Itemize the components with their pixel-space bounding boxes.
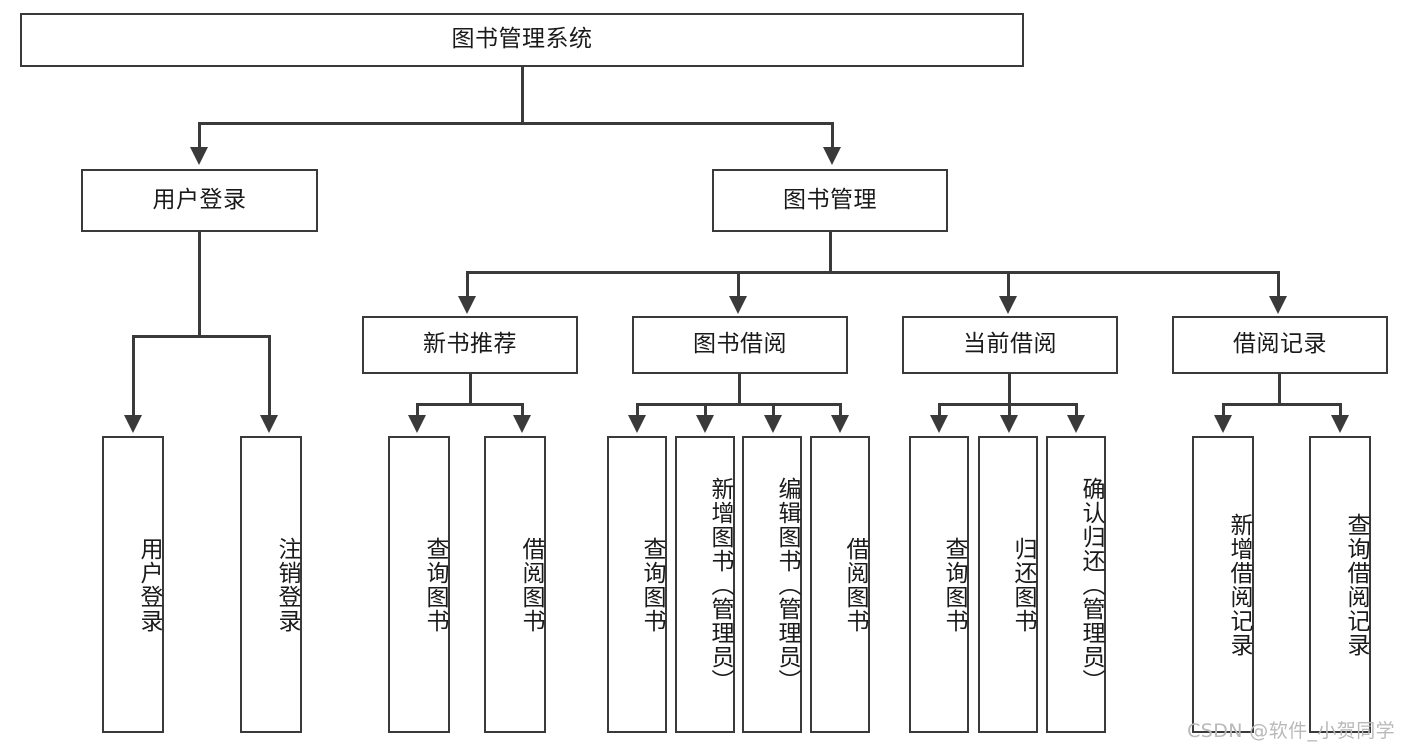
leaf-confirm-return-label: 确认归还（管理员） <box>1078 476 1104 693</box>
edge-borrow-record-to-leaf1 <box>1222 403 1225 415</box>
edge-new-book-rec-to-leaf2 <box>521 403 524 415</box>
edge-new-book-rec-to-leaf1 <box>416 403 419 415</box>
arrow-book-borrow-to-leaf1 <box>628 415 646 433</box>
leaf-return-book[interactable]: 归还图书 <box>978 436 1038 733</box>
leaf-query-book-1[interactable]: 查询图书 <box>388 436 450 733</box>
leaf-edit-book-label: 编辑图书（管理员） <box>774 476 800 693</box>
leaf-return-book-label: 归还图书 <box>1010 536 1036 633</box>
leaf-add-book[interactable]: 新增图书（管理员） <box>675 436 735 733</box>
edge-user-login-bus <box>132 335 271 338</box>
edge-root-bus <box>198 122 834 125</box>
arrow-book-borrow-to-leaf3 <box>764 415 782 433</box>
edge-new-book-rec-bus <box>416 403 524 406</box>
arrow-new-book-rec-to-leaf1 <box>408 415 426 433</box>
leaf-add-record[interactable]: 新增借阅记录 <box>1192 436 1254 733</box>
leaf-user-login-label: 用户登录 <box>136 536 162 633</box>
edge-current-borrow-to-leaf2 <box>1008 403 1011 415</box>
leaf-borrow-book-1[interactable]: 借阅图书 <box>484 436 546 733</box>
edge-book-manage-stem <box>829 232 832 273</box>
arrow-book-borrow-to-leaf4 <box>831 415 849 433</box>
edge-root-to-user-login <box>198 122 201 147</box>
arrow-borrow-record-to-leaf2 <box>1331 415 1349 433</box>
arrow-user-login-to-leaf2 <box>260 415 278 433</box>
arrow-book-manage-to-l3-4 <box>1269 296 1287 314</box>
edge-borrow-record-bus <box>1222 403 1342 406</box>
node-user-login-label: 用户登录 <box>152 186 247 213</box>
leaf-borrow-book-2-label: 借阅图书 <box>842 536 868 633</box>
arrow-current-borrow-to-leaf3 <box>1067 415 1085 433</box>
edge-root-to-book-manage <box>831 122 834 147</box>
node-book-manage-label: 图书管理 <box>783 186 877 213</box>
edge-new-book-rec-stem <box>469 374 472 405</box>
leaf-user-login[interactable]: 用户登录 <box>102 436 164 733</box>
leaf-borrow-book-2[interactable]: 借阅图书 <box>810 436 870 733</box>
leaf-user-logout-label: 注销登录 <box>274 536 300 633</box>
edge-user-login-to-leaf2 <box>268 335 271 415</box>
edge-book-manage-bus <box>466 271 1280 274</box>
edge-book-manage-to-l3-2 <box>737 271 740 296</box>
node-borrow-record-label: 借阅记录 <box>1233 331 1327 358</box>
arrow-book-manage-to-l3-2 <box>729 296 747 314</box>
leaf-query-record[interactable]: 查询借阅记录 <box>1309 436 1371 733</box>
node-book-borrow[interactable]: 图书借阅 <box>632 316 848 374</box>
arrow-root-to-book-manage <box>823 147 841 165</box>
edge-book-borrow-bus <box>636 403 841 406</box>
edge-root-stem <box>521 67 524 122</box>
edge-book-borrow-to-leaf1 <box>636 403 639 415</box>
edge-book-borrow-to-leaf4 <box>839 403 842 415</box>
leaf-query-book-2-label: 查询图书 <box>639 536 665 633</box>
node-root-label: 图书管理系统 <box>451 26 593 53</box>
arrow-root-to-user-login <box>190 147 208 165</box>
node-root[interactable]: 图书管理系统 <box>20 13 1024 67</box>
arrow-book-manage-to-l3-1 <box>458 296 476 314</box>
edge-book-borrow-stem <box>738 374 741 405</box>
node-current-borrow-label: 当前借阅 <box>963 331 1057 358</box>
arrow-user-login-to-leaf1 <box>124 415 142 433</box>
edge-user-login-to-leaf1 <box>132 335 135 415</box>
node-book-borrow-label: 图书借阅 <box>693 331 787 358</box>
leaf-confirm-return[interactable]: 确认归还（管理员） <box>1046 436 1106 733</box>
node-current-borrow[interactable]: 当前借阅 <box>902 316 1118 374</box>
arrow-new-book-rec-to-leaf2 <box>513 415 531 433</box>
edge-book-manage-to-l3-4 <box>1277 271 1280 296</box>
leaf-query-record-label: 查询借阅记录 <box>1343 512 1369 657</box>
node-book-manage[interactable]: 图书管理 <box>712 169 948 232</box>
watermark: CSDN @软件_小贺同学 <box>1187 720 1395 742</box>
arrow-book-manage-to-l3-3 <box>999 296 1017 314</box>
leaf-query-book-3[interactable]: 查询图书 <box>909 436 969 733</box>
node-user-login[interactable]: 用户登录 <box>81 169 318 232</box>
leaf-query-book-1-label: 查询图书 <box>422 536 448 633</box>
leaf-query-book-3-label: 查询图书 <box>941 536 967 633</box>
edge-borrow-record-to-leaf2 <box>1339 403 1342 415</box>
arrow-book-borrow-to-leaf2 <box>696 415 714 433</box>
edge-current-borrow-to-leaf3 <box>1075 403 1078 415</box>
leaf-add-record-label: 新增借阅记录 <box>1226 512 1252 657</box>
edge-book-manage-to-l3-3 <box>1007 271 1010 296</box>
edge-book-borrow-to-leaf3 <box>772 403 775 415</box>
edge-current-borrow-to-leaf1 <box>938 403 941 415</box>
leaf-add-book-label: 新增图书（管理员） <box>707 476 733 693</box>
arrow-current-borrow-to-leaf1 <box>930 415 948 433</box>
edge-current-borrow-stem <box>1008 374 1011 405</box>
leaf-borrow-book-1-label: 借阅图书 <box>518 536 544 633</box>
node-new-book-rec[interactable]: 新书推荐 <box>362 316 578 374</box>
arrow-borrow-record-to-leaf1 <box>1214 415 1232 433</box>
edge-book-borrow-to-leaf2 <box>704 403 707 415</box>
leaf-user-logout[interactable]: 注销登录 <box>240 436 302 733</box>
edge-borrow-record-stem <box>1278 374 1281 405</box>
node-borrow-record[interactable]: 借阅记录 <box>1172 316 1388 374</box>
edge-user-login-stem <box>198 232 201 335</box>
node-new-book-rec-label: 新书推荐 <box>423 331 517 358</box>
edge-book-manage-to-l3-1 <box>466 271 469 296</box>
arrow-current-borrow-to-leaf2 <box>1000 415 1018 433</box>
leaf-edit-book[interactable]: 编辑图书（管理员） <box>742 436 802 733</box>
leaf-query-book-2[interactable]: 查询图书 <box>607 436 667 733</box>
